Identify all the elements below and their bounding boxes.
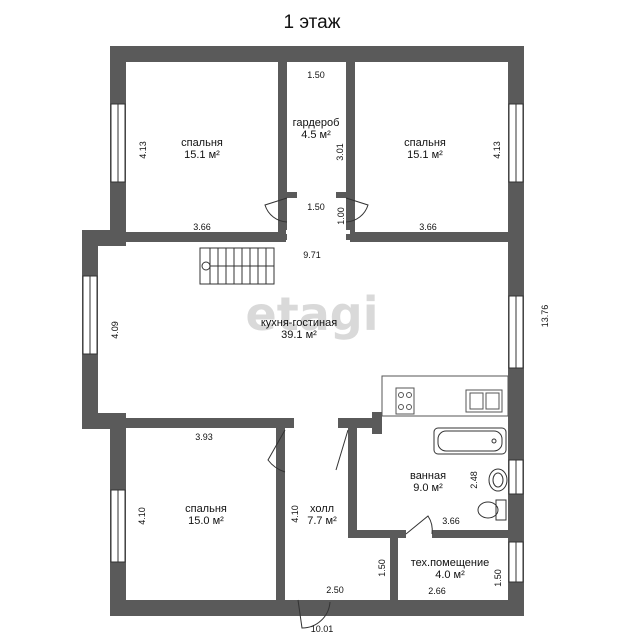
watermark: etagi (246, 287, 379, 341)
room-name: тех.помещение (411, 557, 489, 569)
dimension-labels: 1.50 1.50 3.01 1.00 4.13 4.13 3.66 3.66 … (110, 70, 550, 634)
dim-bath-height: 2.48 (469, 471, 479, 489)
room-kitchen-living: кухня-гостиная 39.1 м² (261, 317, 337, 341)
room-area: 39.1 м² (281, 329, 317, 341)
dim-total-width: 10.01 (311, 624, 334, 634)
room-name: кухня-гостиная (261, 317, 337, 329)
dim-wardrobe-door: 1.00 (336, 207, 346, 225)
dim-hall-width: 2.50 (326, 585, 344, 595)
room-bathroom: ванная 9.0 м² (410, 470, 446, 494)
dim-right-bedroom-height: 4.13 (492, 141, 502, 159)
doors (264, 197, 433, 629)
dim-wardrobe-bottom: 1.50 (307, 202, 325, 212)
dim-left-bedroom-width: 3.66 (193, 222, 211, 232)
room-name: ванная (410, 470, 446, 482)
sink-icon (488, 468, 508, 492)
bathtub-icon (433, 427, 507, 455)
staircase (199, 247, 275, 285)
dim-total-height: 13.76 (540, 305, 550, 328)
room-area: 4.5 м² (301, 129, 331, 141)
dim-hall-height: 4.10 (290, 505, 300, 523)
room-name: гардероб (293, 117, 340, 129)
room-area: 7.7 м² (307, 515, 337, 527)
dim-wardrobe-top: 1.50 (307, 70, 325, 80)
dim-tech-width: 2.66 (428, 586, 446, 596)
room-wardrobe: гардероб 4.5 м² (293, 117, 340, 141)
dim-right-bedroom-width: 3.66 (419, 222, 437, 232)
dim-wardrobe-height: 3.01 (335, 143, 345, 161)
floor-title: 1 этаж (284, 12, 341, 33)
dim-living-width: 9.71 (303, 250, 321, 260)
dim-bottom-bedroom-height: 4.10 (137, 507, 147, 525)
toilet-icon (477, 499, 507, 521)
room-tech: тех.помещение 4.0 м² (411, 557, 489, 581)
dim-bath-width: 3.66 (442, 516, 460, 526)
room-area: 15.0 м² (188, 515, 224, 527)
windows (82, 103, 524, 583)
room-area: 4.0 м² (435, 569, 465, 581)
room-area: 9.0 м² (413, 482, 443, 494)
dim-left-bedroom-height: 4.13 (138, 141, 148, 159)
room-area: 15.1 м² (407, 149, 443, 161)
room-hall: холл 7.7 м² (307, 503, 337, 527)
kitchen-counter (381, 375, 509, 417)
interior-walls (126, 62, 508, 600)
room-bedroom-top-left: спальня 15.1 м² (181, 137, 223, 161)
room-bedroom-top-right: спальня 15.1 м² (404, 137, 446, 161)
room-name: холл (310, 503, 334, 515)
dim-bottom-bedroom-width: 3.93 (195, 432, 213, 442)
room-bedroom-bottom-left: спальня 15.0 м² (185, 503, 227, 527)
dim-living-height: 4.09 (110, 321, 120, 339)
room-area: 15.1 м² (184, 149, 220, 161)
dim-tech-height: 1.50 (493, 569, 503, 587)
dim-hall-small: 1.50 (377, 559, 387, 577)
room-name: спальня (404, 137, 446, 149)
room-name: спальня (181, 137, 223, 149)
room-name: спальня (185, 503, 227, 515)
